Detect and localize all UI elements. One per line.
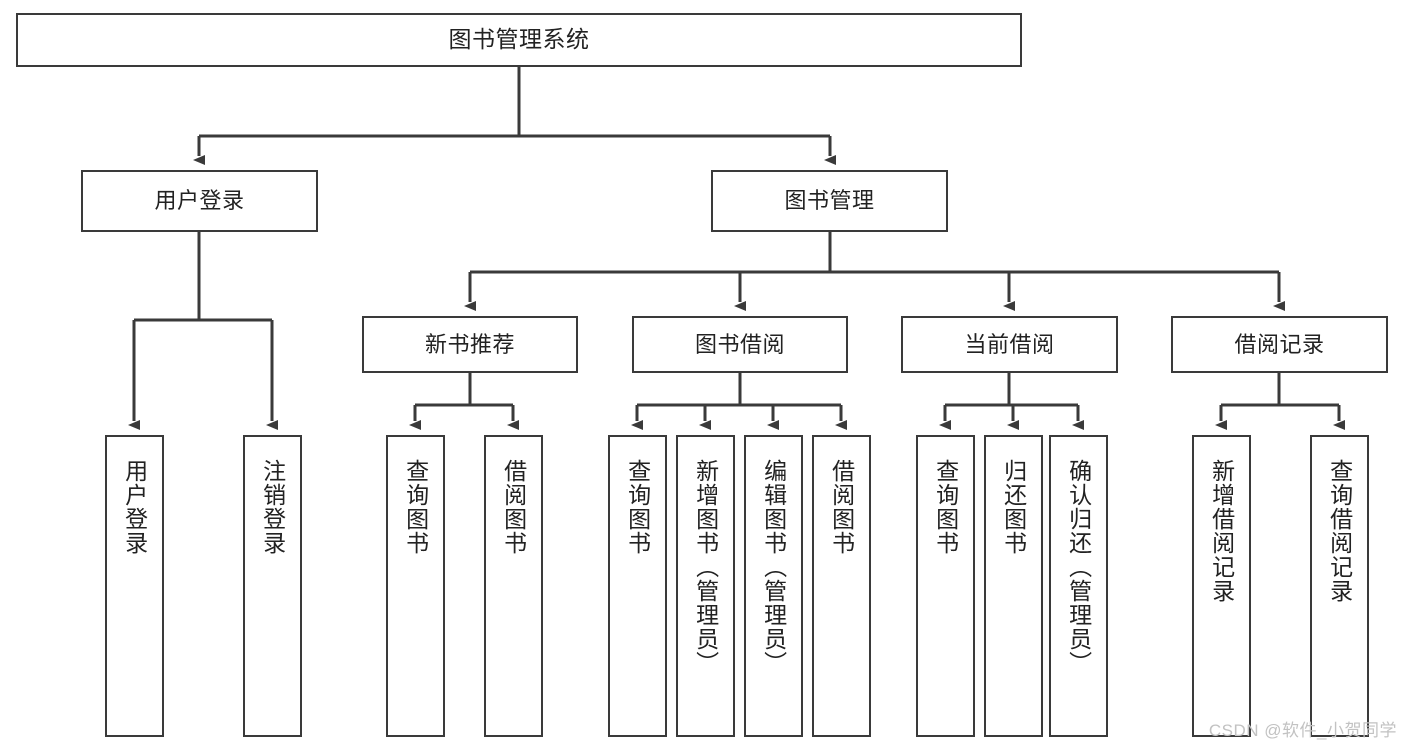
node-leaf-query-borrow-record[interactable]: 查询借阅记录 [1310, 435, 1369, 737]
node-borrow-record-label: 借阅记录 [1234, 331, 1325, 357]
node-leaf-borrow-book-label: 借阅图书 [828, 459, 855, 555]
node-leaf-confirm-return-admin[interactable]: 确认归还（管理员） [1049, 435, 1108, 737]
node-leaf-user-login-label: 用户登录 [121, 459, 148, 555]
node-leaf-borrow-query-book-label: 查询图书 [624, 459, 651, 555]
watermark-text: CSDN @软件_小贺同学 [1208, 721, 1397, 740]
node-leaf-borrow-book[interactable]: 借阅图书 [812, 435, 871, 737]
node-leaf-add-book-admin[interactable]: 新增图书（管理员） [676, 435, 735, 737]
node-borrow-record[interactable]: 借阅记录 [1171, 316, 1388, 373]
node-leaf-query-borrow-record-label: 查询借阅记录 [1326, 459, 1353, 603]
node-leaf-add-borrow-record[interactable]: 新增借阅记录 [1192, 435, 1251, 737]
node-root-label: 图书管理系统 [448, 26, 590, 53]
node-leaf-rec-borrow-book[interactable]: 借阅图书 [484, 435, 543, 737]
node-leaf-cur-query-book[interactable]: 查询图书 [916, 435, 975, 737]
node-leaf-cur-query-book-label: 查询图书 [932, 459, 959, 555]
node-user-login-label: 用户登录 [154, 188, 245, 214]
node-leaf-add-borrow-record-label: 新增借阅记录 [1208, 459, 1235, 603]
node-book-manage[interactable]: 图书管理 [711, 170, 948, 232]
node-leaf-confirm-return-admin-label: 确认归还（管理员） [1065, 459, 1092, 675]
node-leaf-return-book-label: 归还图书 [1000, 459, 1027, 555]
node-book-manage-label: 图书管理 [784, 188, 875, 214]
node-leaf-edit-book-admin-label: 编辑图书（管理员） [760, 459, 787, 675]
node-leaf-return-book[interactable]: 归还图书 [984, 435, 1043, 737]
node-leaf-edit-book-admin[interactable]: 编辑图书（管理员） [744, 435, 803, 737]
node-current-borrow[interactable]: 当前借阅 [901, 316, 1118, 373]
node-leaf-user-login[interactable]: 用户登录 [105, 435, 164, 737]
node-new-book-rec-label: 新书推荐 [424, 331, 515, 357]
node-leaf-borrow-query-book[interactable]: 查询图书 [608, 435, 667, 737]
node-current-borrow-label: 当前借阅 [964, 331, 1055, 357]
node-leaf-rec-query-book-label: 查询图书 [402, 459, 429, 555]
node-leaf-logout-login-label: 注销登录 [259, 459, 286, 555]
node-new-book-rec[interactable]: 新书推荐 [362, 316, 578, 373]
node-book-borrow[interactable]: 图书借阅 [632, 316, 848, 373]
node-root[interactable]: 图书管理系统 [16, 13, 1022, 67]
node-user-login[interactable]: 用户登录 [81, 170, 318, 232]
node-leaf-add-book-admin-label: 新增图书（管理员） [692, 459, 719, 675]
node-book-borrow-label: 图书借阅 [694, 331, 785, 357]
node-leaf-logout-login[interactable]: 注销登录 [243, 435, 302, 737]
node-leaf-rec-query-book[interactable]: 查询图书 [386, 435, 445, 737]
node-leaf-rec-borrow-book-label: 借阅图书 [500, 459, 527, 555]
